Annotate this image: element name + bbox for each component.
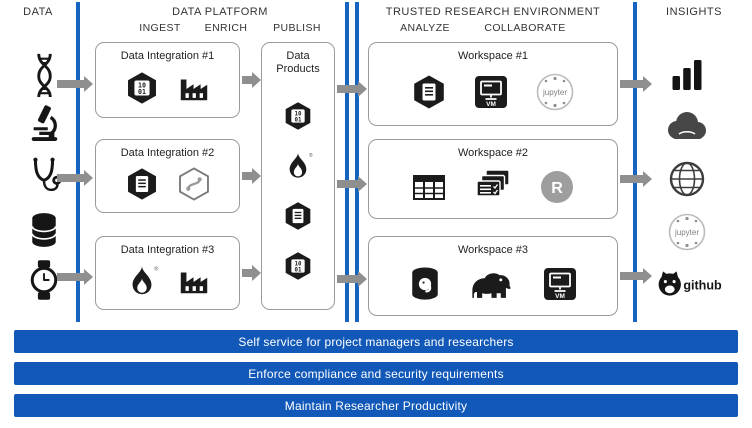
database-icon <box>29 211 59 249</box>
flow-arrow-insights-2 <box>620 171 652 187</box>
document-hex-icon <box>411 74 447 110</box>
flow-arrow-data-3 <box>57 269 93 285</box>
flow-arrow-data-1 <box>57 76 93 92</box>
divider-data-platform <box>76 2 80 322</box>
header-insights: INSIGHTS <box>666 6 722 18</box>
flow-arrow-publish-2 <box>242 168 261 184</box>
document-hex-icon <box>283 201 313 231</box>
workspace-1-title: Workspace #1 <box>457 50 529 62</box>
flow-arrow-data-2 <box>57 170 93 186</box>
linked-service-hex-icon <box>177 167 211 201</box>
watch-icon <box>28 259 60 301</box>
workspace-3-box: Workspace #3 <box>368 236 618 316</box>
subheader-publish: PUBLISH <box>273 22 321 34</box>
binary-data-hex-icon <box>283 251 313 281</box>
factory-icon <box>177 264 211 298</box>
binary-data-hex-icon <box>283 101 313 131</box>
cloud-icon <box>664 110 710 142</box>
data-integration-3-box: Data Integration #3 <box>95 236 240 310</box>
vm-icon <box>542 266 578 302</box>
subheader-analyze: ANALYZE <box>400 22 450 34</box>
dna-icon <box>30 52 59 98</box>
flow-arrow-tre-2 <box>337 176 367 192</box>
microscope-icon <box>27 104 61 142</box>
flow-arrow-publish-3 <box>242 265 261 281</box>
flow-arrow-insights-1 <box>620 76 652 92</box>
flow-arrow-insights-3 <box>620 268 652 284</box>
header-data: DATA <box>23 6 53 18</box>
workspace-3-title: Workspace #3 <box>457 244 529 256</box>
document-hex-icon <box>125 167 159 201</box>
header-tre: TRUSTED RESEARCH ENVIRONMENT <box>385 6 601 18</box>
banner-compliance: Enforce compliance and security requirem… <box>14 362 738 385</box>
reports-stack-icon <box>473 167 513 207</box>
flow-arrow-tre-3 <box>337 271 367 287</box>
divider-tre-insights <box>633 2 637 322</box>
jupyter-icon <box>667 212 707 252</box>
subheader-ingest: INGEST <box>139 22 181 34</box>
workspace-2-box: Workspace #2 <box>368 139 618 219</box>
flow-arrow-tre-1 <box>337 81 367 97</box>
banner-productivity: Maintain Researcher Productivity <box>14 394 738 417</box>
hadoop-elephant-icon <box>468 269 516 300</box>
postgres-db-icon <box>408 265 442 303</box>
data-products-title: Data Products <box>276 50 320 76</box>
table-icon <box>411 169 447 205</box>
flow-arrow-publish-1 <box>242 72 261 88</box>
divider-middle-left <box>345 2 349 322</box>
factory-icon <box>177 71 211 105</box>
powerbi-icon <box>669 57 705 93</box>
r-logo-icon <box>539 169 575 205</box>
flame-icon <box>125 264 159 298</box>
data-products-box: Data Products <box>261 42 335 310</box>
binary-data-hex-icon <box>125 71 159 105</box>
divider-middle-right <box>355 2 359 322</box>
data-integration-2-box: Data Integration #2 <box>95 139 240 213</box>
jupyter-icon <box>535 72 575 112</box>
vm-icon <box>473 74 509 110</box>
data-integration-1-box: Data Integration #1 <box>95 42 240 118</box>
subheader-collaborate: COLLABORATE <box>484 22 566 34</box>
banner-self-service: Self service for project managers and re… <box>14 330 738 353</box>
subheader-enrich: ENRICH <box>204 22 248 34</box>
workspace-2-title: Workspace #2 <box>457 147 529 159</box>
workspace-1-box: Workspace #1 <box>368 42 618 126</box>
flame-icon <box>283 151 313 181</box>
data-integration-3-title: Data Integration #3 <box>120 244 215 256</box>
header-data-platform: DATA PLATFORM <box>172 6 268 18</box>
data-integration-1-title: Data Integration #1 <box>120 50 215 62</box>
data-integration-2-title: Data Integration #2 <box>120 147 215 159</box>
globe-icon <box>668 160 706 198</box>
github-icon <box>656 268 730 299</box>
